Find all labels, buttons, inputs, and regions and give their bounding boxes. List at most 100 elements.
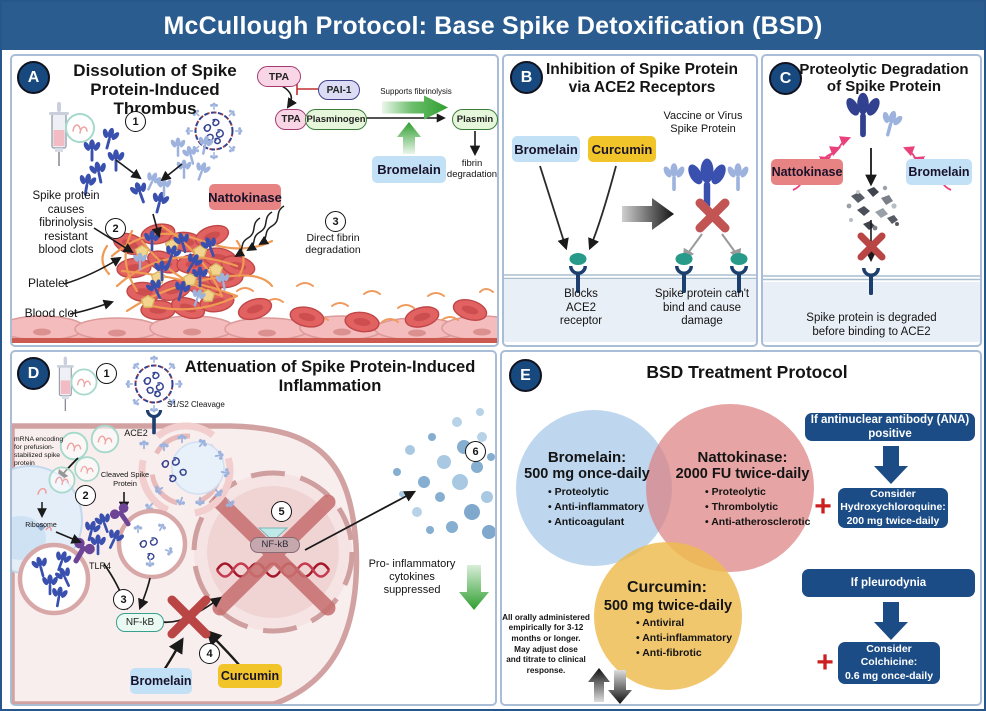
- step-1-marker: 1: [96, 363, 117, 384]
- suppressed-down-arrow: [459, 565, 489, 610]
- blocks-ace2-label: Blocks ACE2 receptor: [559, 288, 603, 328]
- bromelain-box: Bromelain: [372, 156, 446, 183]
- venn-bromelain-dose: 500 mg once-daily: [524, 466, 650, 482]
- ace2-receptor-icons: [569, 253, 748, 293]
- blocked-x-icon: [857, 232, 886, 261]
- panel-c-illustration: [763, 92, 980, 342]
- s1s2-cleavage-label: S1/S2 Cleavage: [167, 400, 225, 409]
- vesicle-spikes-illustration: [17, 536, 97, 616]
- dispersed-rbc-illustration: [235, 282, 494, 335]
- panel-c-badge: C: [769, 62, 802, 95]
- titrate-up-arrow: [588, 668, 610, 702]
- spike-protein-large-icon: [661, 158, 751, 209]
- nattokinase-box: Nattokinase: [208, 184, 282, 210]
- bullet-item: Proteolytic: [548, 485, 668, 500]
- supports-fibrinolysis-arrow: [382, 95, 448, 120]
- panel-e-title: BSD Treatment Protocol: [646, 362, 848, 382]
- fibrinolysis-pathway-arrows: [281, 83, 481, 157]
- title-bar: McCullough Protocol: Base Spike Detoxifi…: [2, 2, 984, 50]
- flow-arrows: [63, 159, 183, 315]
- panel-a-title: Dissolution of Spike Protein-Induced Thr…: [73, 61, 237, 119]
- ace2-label: ACE2: [124, 428, 148, 438]
- panel-a-badge: A: [17, 61, 50, 94]
- bullet-item: Anticoagulant: [548, 515, 668, 530]
- nfkb-node: NF-kB: [116, 613, 164, 632]
- panel-d-title: Attenuation of Spike Protein-Induced Inf…: [184, 358, 476, 395]
- transcription-blocked-x: [212, 494, 336, 616]
- bullet-item: Thrombolytic: [705, 500, 835, 515]
- vesicle-virus-illustration: [108, 501, 188, 580]
- spike-clots-label: Spike protein causes fibrinolysis resist…: [32, 190, 100, 257]
- bullet-item: Anti-inflammatory: [636, 631, 766, 646]
- hydroxychloroquine-box: Consider Hydroxychloroquine: 200 mg twic…: [838, 488, 948, 528]
- ana-condition-box: If antinuclear antibody (ANA) positive: [805, 413, 975, 441]
- panel-e-protocol: E BSD Treatment Protocol Bromelain: 500 …: [500, 350, 982, 706]
- bromelain-up-arrow: [397, 122, 421, 154]
- page-title: McCullough Protocol: Base Spike Detoxifi…: [163, 11, 823, 40]
- plasmin-node: Plasmin: [452, 109, 498, 130]
- pleurodynia-condition-box: If pleurodynia: [802, 569, 975, 597]
- cleaved-spike-label: Cleaved Spike Protein: [100, 470, 150, 488]
- venn-nattokinase-bullets: Proteolytic Thrombolytic Anti-atheroscle…: [705, 485, 835, 530]
- panel-b-title: Inhibition of Spike Protein via ACE2 Rec…: [545, 61, 739, 96]
- degraded-fragments: [846, 185, 899, 231]
- step-3-marker: 3: [325, 211, 346, 232]
- tlr4-label: TLR4: [89, 561, 112, 571]
- venn-curcumin-dose: 500 mg twice-daily: [603, 598, 733, 614]
- cytokine-release-arrow: [304, 490, 417, 551]
- panel-d-inflammation: D Attenuation of Spike Protein-Induced I…: [10, 350, 497, 706]
- vaccine-spike-label: Vaccine or Virus Spike Protein: [663, 110, 743, 135]
- venn-bromelain-bullets: Proteolytic Anti-inflammatory Anticoagul…: [548, 485, 668, 530]
- nfkb-nucleus-node: NF-kB: [250, 537, 300, 553]
- panel-b-badge: B: [510, 61, 543, 94]
- ribosome-output-arrow: [55, 531, 82, 544]
- plus-sign: +: [814, 490, 832, 523]
- venn-curcumin-name: Curcumin:: [627, 579, 707, 596]
- step-6-marker: 6: [465, 441, 486, 462]
- step-4-marker: 4: [199, 643, 220, 664]
- cytokine-dots: [393, 408, 495, 539]
- flow-ana-arrow: [874, 446, 908, 484]
- bullet-item: Anti-inflammatory: [548, 500, 668, 515]
- drug-arrows: [539, 165, 617, 251]
- panel-b-illustration: [504, 158, 756, 342]
- blood-clot-label: Blood clot: [24, 306, 78, 320]
- panel-b-ace2-inhibition: B Inhibition of Spike Protein via ACE2 R…: [502, 54, 758, 347]
- fibrin-degradation-label: fibrin degradation: [446, 158, 498, 181]
- bromelain-box: Bromelain: [130, 668, 192, 694]
- pai1-node: PAI-1: [318, 80, 360, 100]
- panel-a-thrombus: A Dissolution of Spike Protein-Induced T…: [10, 54, 499, 347]
- spike-protein-large-icon: [843, 92, 906, 140]
- cant-bind-label: Spike protein can't bind and cause damag…: [654, 288, 750, 328]
- tpa-node: TPA: [257, 66, 301, 87]
- supports-fibrinolysis-label: Supports fibrinolysis: [380, 87, 452, 96]
- venn-bromelain-name: Bromelain:: [547, 449, 627, 466]
- titrate-down-arrow: [608, 670, 632, 704]
- plus-sign: +: [816, 646, 834, 679]
- panel-d-illustration: [12, 352, 495, 704]
- venn-nattokinase-name: Nattokinase:: [697, 449, 788, 466]
- bromelain-box: Bromelain: [906, 159, 972, 185]
- nfkb-blocked-x: [167, 595, 211, 639]
- blocked-binding-arrows: [682, 233, 742, 262]
- panel-c-title: Proteolytic Degradation of Spike Protein: [799, 61, 969, 95]
- colchicine-box: Consider Colchicine: 0.6 mg once-daily: [838, 642, 940, 684]
- lipid-nanoparticle-icon: [70, 368, 98, 396]
- bromelain-box: Bromelain: [512, 136, 580, 162]
- step-3-marker: 3: [113, 589, 134, 610]
- curcumin-box: Curcumin: [588, 136, 656, 162]
- bullet-item: Anti-atherosclerotic: [705, 515, 835, 530]
- cytokines-label: Pro- inflammatory cytokines suppressed: [368, 558, 456, 596]
- curcumin-box: Curcumin: [218, 664, 282, 688]
- direct-fibrin-label: Direct fibrin degradation: [305, 232, 361, 257]
- adjust-note: May adjust dose and titrate to clinical …: [506, 645, 586, 675]
- venn-nattokinase-dose: 2000 FU twice-daily: [675, 466, 810, 482]
- step-5-marker: 5: [271, 501, 292, 522]
- panel-e-badge: E: [509, 359, 542, 392]
- nfkb-binding-site: [257, 527, 289, 542]
- plasminogen-node: Plasminogen: [305, 109, 367, 130]
- oral-note: All orally administered empirically for …: [502, 613, 590, 643]
- cytosol-tint: [504, 280, 756, 342]
- bullet-item: Anti-fibrotic: [636, 646, 766, 661]
